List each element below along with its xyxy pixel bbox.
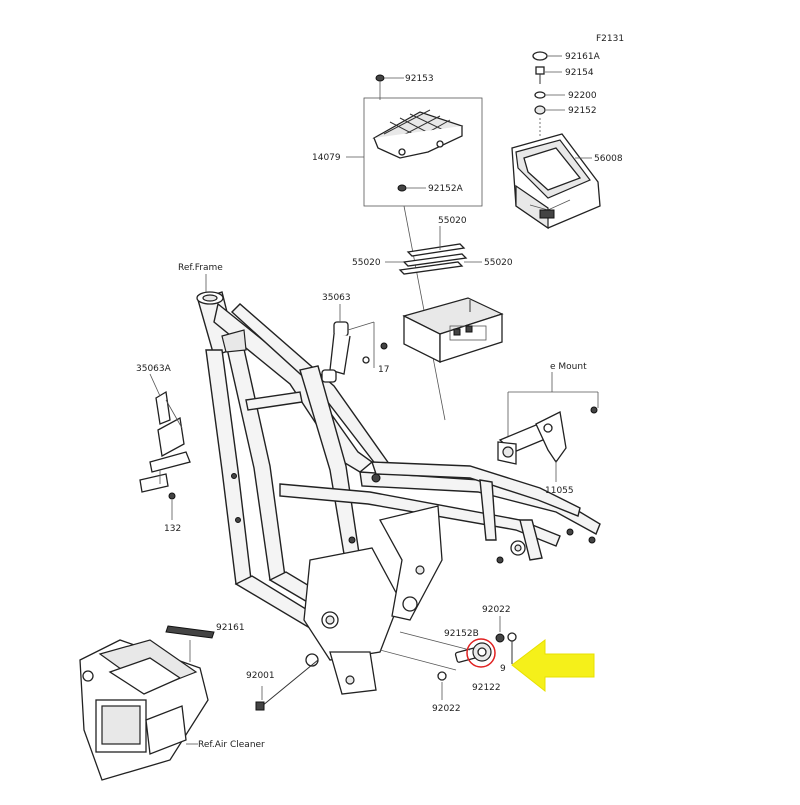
highlight-circle [466,638,496,668]
callout-92154: 92154 [565,68,594,78]
battery [402,297,504,364]
callout-92022-bottom: 92022 [432,704,461,714]
callout-55020-right: 55020 [484,258,513,268]
engine-mount-11055 [497,406,598,465]
pivot-hardware [379,631,517,681]
ref-frame-label: Ref.Frame [178,263,223,273]
figure-code: F2131 [596,34,624,44]
callout-11055: 11055 [545,486,574,496]
callout-92161: 92161 [216,623,245,633]
callout-92152A: 92152A [428,184,464,194]
callout-box-14079 [363,97,483,207]
motorcycle-frame [196,291,601,695]
battery-case [511,133,601,230]
bracket-35063 [321,321,388,383]
mount-label: e Mount [550,362,587,372]
air-cleaner [79,625,215,781]
callout-92161A: 92161A [565,52,601,62]
callout-92022-top: 92022 [482,605,511,615]
callout-132: 132 [164,524,181,534]
battery-pads [398,243,468,275]
callout-17: 17 [378,365,389,375]
battery-holder-bracket [372,109,464,159]
callout-55020-top: 55020 [438,216,467,226]
callout-92152-top: 92152 [568,106,597,116]
callout-14079: 14079 [312,153,341,163]
callout-92122: 92122 [472,683,501,693]
callout-92153: 92153 [405,74,434,84]
bracket-35063A [139,390,191,493]
callout-9-partial: 9 [500,664,506,674]
long-bolt-92001 [255,659,319,711]
callout-55020-left: 55020 [352,258,381,268]
highlight-arrow [511,638,595,693]
hardware-stack [532,51,565,136]
callout-92200: 92200 [568,91,597,101]
ref-air-cleaner-label: Ref.Air Cleaner [198,740,265,750]
callout-56008: 56008 [594,154,623,164]
callout-35063A: 35063A [136,364,172,374]
callout-92152B: 92152B [444,629,479,639]
callout-92001: 92001 [246,671,275,681]
callout-35063: 35063 [322,293,351,303]
